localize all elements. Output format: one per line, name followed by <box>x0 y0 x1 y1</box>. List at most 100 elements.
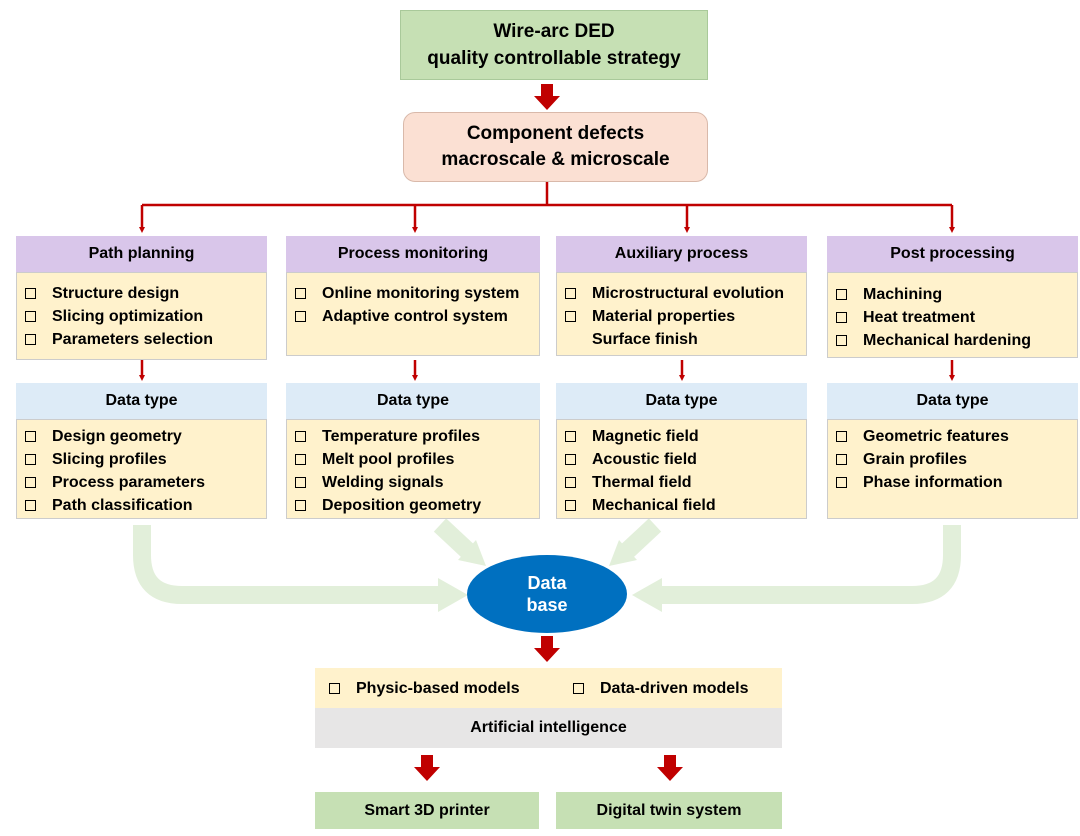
list-item: Magnetic field <box>565 425 806 448</box>
list-item: Slicing profiles <box>25 448 266 471</box>
checkbox-icon <box>565 477 576 488</box>
checkbox-icon <box>295 477 306 488</box>
flow-arrow-mid-right <box>618 518 662 560</box>
checkbox-icon <box>295 454 306 465</box>
checkbox-icon <box>25 431 36 442</box>
checkbox-icon <box>573 683 584 694</box>
arrow-to-twin <box>657 755 683 781</box>
flow-arrow-mid-left <box>433 518 477 560</box>
post-processing-datatype-items: Geometric features Grain profiles Phase … <box>827 419 1078 519</box>
list-item: Data-driven models <box>573 677 748 700</box>
process-monitoring-header: Process monitoring <box>286 236 540 272</box>
flow-arrow-right <box>660 525 961 604</box>
defects-box: Component defects macroscale & microscal… <box>403 112 708 182</box>
strategy-title-line2: quality controllable strategy <box>427 48 681 69</box>
process-monitoring-datatype-items: Temperature profiles Melt pool profiles … <box>286 419 540 519</box>
list-item: Structure design <box>25 282 266 305</box>
flow-arrow-left <box>133 525 440 604</box>
list-item: Machining <box>836 283 1077 306</box>
list-item: Acoustic field <box>565 448 806 471</box>
flow-arrows <box>133 518 961 604</box>
list-item: Welding signals <box>295 471 539 494</box>
checkbox-icon <box>836 335 847 346</box>
arrow-to-printer <box>414 755 440 781</box>
checkbox-icon <box>565 288 576 299</box>
checkbox-icon <box>836 289 847 300</box>
digital-twin-label: Digital twin system <box>596 801 742 819</box>
list-item: Design geometry <box>25 425 266 448</box>
smart-3d-printer-box: Smart 3D printer <box>315 792 539 829</box>
checkbox-icon <box>25 311 36 322</box>
list-item: Mechanical field <box>565 494 806 517</box>
checkbox-icon <box>836 477 847 488</box>
post-processing-datatype-header: Data type <box>827 383 1078 419</box>
list-item: Parameters selection <box>25 328 266 351</box>
list-item: Path classification <box>25 494 266 517</box>
checkbox-icon <box>836 431 847 442</box>
list-item: Material properties <box>565 305 806 328</box>
digital-twin-box: Digital twin system <box>556 792 782 829</box>
smart-3d-printer-label: Smart 3D printer <box>364 801 490 819</box>
path-planning-title: Path planning <box>88 245 195 262</box>
tree-connectors <box>139 182 955 381</box>
process-monitoring-items: Online monitoring system Adaptive contro… <box>286 272 540 356</box>
checkbox-icon <box>836 454 847 465</box>
list-item: Mechanical hardening <box>836 329 1077 352</box>
checkbox-icon <box>295 431 306 442</box>
post-processing-header: Post processing <box>827 236 1078 272</box>
process-monitoring-datatype-header: Data type <box>286 383 540 419</box>
checkbox-icon <box>25 334 36 345</box>
checkbox-icon <box>25 454 36 465</box>
list-item: Online monitoring system <box>295 282 539 305</box>
checkbox-icon <box>565 454 576 465</box>
flow-arrow-heads <box>438 540 662 612</box>
list-item: Slicing optimization <box>25 305 266 328</box>
checkbox-icon <box>295 288 306 299</box>
checkbox-icon <box>565 500 576 511</box>
checkbox-spacer <box>565 334 576 345</box>
defects-line2: macroscale & microscale <box>441 149 670 170</box>
database-line2: base <box>526 595 568 615</box>
checkbox-icon <box>295 311 306 322</box>
strategy-title-line1: Wire-arc DED <box>493 21 615 42</box>
list-item: Melt pool profiles <box>295 448 539 471</box>
ai-label: Artificial intelligence <box>470 719 627 736</box>
auxiliary-process-items: Microstructural evolution Material prope… <box>556 272 807 356</box>
path-planning-datatype-header: Data type <box>16 383 267 419</box>
list-item: Phase information <box>836 471 1077 494</box>
checkbox-icon <box>25 477 36 488</box>
list-item: Deposition geometry <box>295 494 539 517</box>
checkbox-icon <box>25 500 36 511</box>
list-item: Physic-based models <box>329 677 520 700</box>
checkbox-icon <box>329 683 340 694</box>
list-item: Process parameters <box>25 471 266 494</box>
checkbox-icon <box>836 312 847 323</box>
strategy-title-box: Wire-arc DED quality controllable strate… <box>400 10 708 80</box>
checkbox-icon <box>295 500 306 511</box>
block-arrows <box>414 84 683 781</box>
auxiliary-process-header: Auxiliary process <box>556 236 807 272</box>
list-item: Temperature profiles <box>295 425 539 448</box>
database-line1: Data <box>527 573 567 593</box>
arrow-db-to-models <box>534 636 560 662</box>
path-planning-datatype-items: Design geometry Slicing profiles Process… <box>16 419 267 519</box>
list-item: Surface finish <box>565 328 806 351</box>
list-item: Adaptive control system <box>295 305 539 328</box>
defects-line1: Component defects <box>466 123 645 144</box>
list-item: Grain profiles <box>836 448 1077 471</box>
checkbox-icon <box>25 288 36 299</box>
auxiliary-process-datatype-items: Magnetic field Acoustic field Thermal fi… <box>556 419 807 519</box>
list-item: Microstructural evolution <box>565 282 806 305</box>
physic-models-label: Physic-based models <box>356 679 520 697</box>
ai-row: Artificial intelligence <box>315 708 782 748</box>
checkbox-icon <box>565 311 576 322</box>
arrow-top-to-defects <box>534 84 560 110</box>
checkbox-icon <box>565 431 576 442</box>
list-item: Thermal field <box>565 471 806 494</box>
database-ellipse: Data base <box>467 555 627 633</box>
models-row: Physic-based models Data-driven models <box>315 668 782 708</box>
data-driven-models-label: Data-driven models <box>600 679 749 697</box>
auxiliary-process-datatype-header: Data type <box>556 383 807 419</box>
path-planning-items: Structure design Slicing optimization Pa… <box>16 272 267 360</box>
